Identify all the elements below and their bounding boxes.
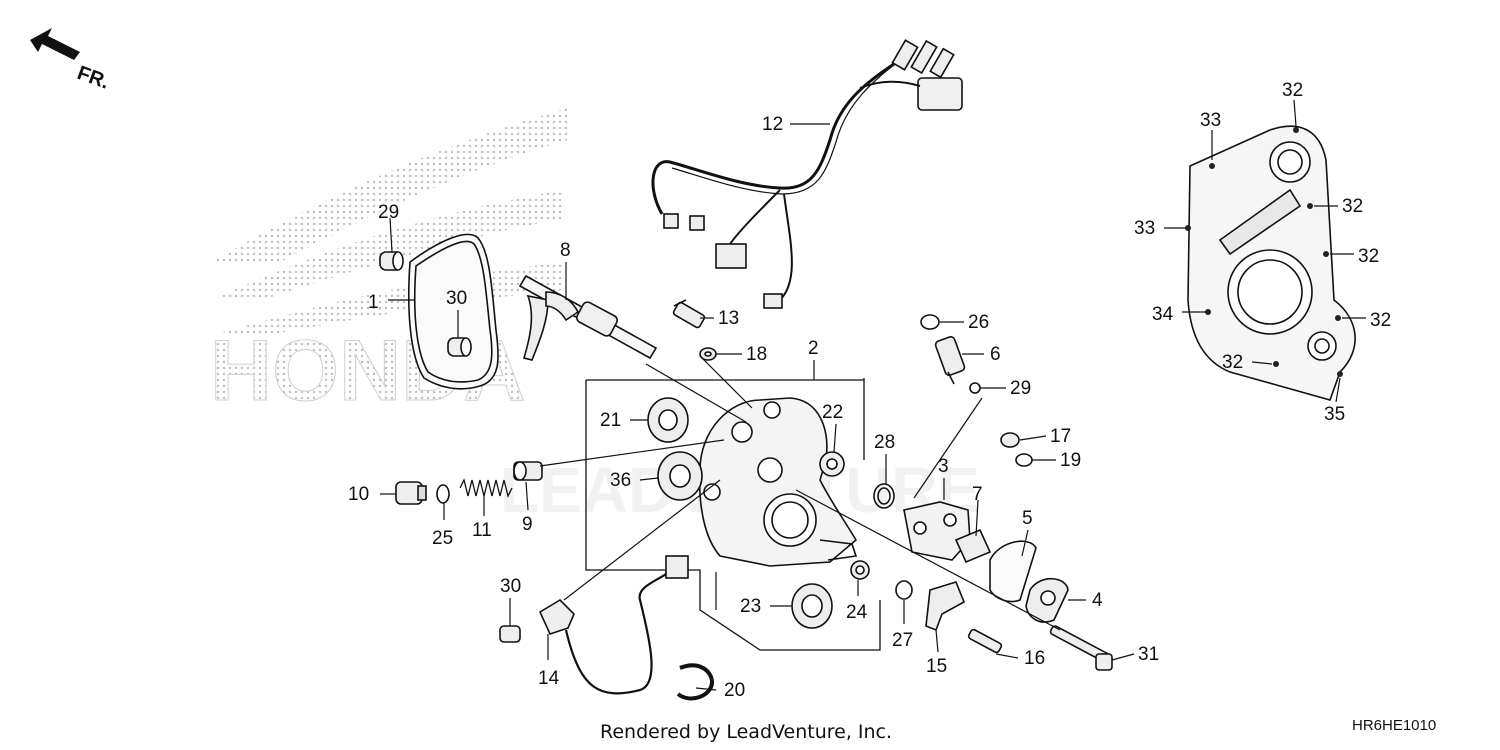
callout-35: 35 [1324, 404, 1345, 425]
callout-32: 32 [1222, 352, 1243, 373]
callout-33: 32 [1282, 80, 1303, 101]
spring-part [459, 478, 513, 498]
o-ring-part [873, 483, 895, 509]
callout-27: 27 [892, 630, 913, 651]
actuator-part [903, 501, 971, 561]
callout-28: 28 [874, 432, 895, 453]
side-cover-part [1185, 125, 1356, 401]
o-ring-part [895, 580, 913, 600]
callout-19: 19 [1060, 450, 1081, 471]
bolt-part [1049, 625, 1113, 671]
dowel-pin-part [447, 337, 472, 357]
dowel-pin-part [379, 251, 404, 271]
o-ring-part [920, 314, 940, 330]
callout-12: 12 [762, 114, 783, 135]
cable-clamp-part [676, 663, 715, 701]
callout-10: 10 [348, 484, 369, 505]
callout-6: 6 [990, 344, 1001, 365]
sensor-part [925, 581, 966, 632]
plug-bolt-part [395, 481, 427, 505]
o-ring-part [436, 484, 450, 504]
callout-21: 21 [600, 410, 621, 431]
o-ring-part [1015, 453, 1033, 467]
callout-1: 1 [368, 292, 379, 313]
bearing-part [647, 397, 689, 443]
o-ring-part [969, 382, 981, 394]
oil-seal-part [819, 451, 845, 477]
callout-22: 22 [822, 402, 843, 423]
callout-30: 30 [446, 288, 467, 309]
callout-8: 8 [560, 240, 571, 261]
callout-25: 25 [432, 528, 453, 549]
callout-30: 29 [378, 202, 399, 223]
callout-24: 24 [846, 602, 868, 623]
gearcase-housing-part [698, 397, 858, 567]
washer-part [1000, 432, 1020, 448]
callout-3: 3 [938, 456, 949, 477]
sensor-part [672, 299, 706, 329]
callout-17: 17 [1050, 426, 1071, 447]
callout-16: 16 [1024, 648, 1045, 669]
callout-36: 36 [610, 470, 631, 491]
diagram-code: HR6HE1010 [1352, 717, 1436, 734]
gasket-part [407, 233, 499, 390]
callout-11: 11 [472, 520, 492, 541]
callout-32: 31 [1138, 644, 1159, 665]
housing-bracket [585, 378, 881, 651]
bearing-part [657, 451, 703, 501]
callout-4: 4 [1092, 590, 1103, 611]
callout-13: 13 [718, 308, 739, 329]
bolt-part [967, 628, 1003, 654]
wire-harness-part [651, 39, 963, 309]
callout-2: 2 [808, 338, 819, 359]
switch-part [934, 335, 966, 385]
parts-artwork [379, 39, 1356, 701]
callout-26: 26 [968, 312, 989, 333]
shift-fork-part [518, 274, 658, 361]
plate-part [954, 528, 992, 564]
callout-23: 23 [740, 596, 761, 617]
callout-34: 33 [1134, 218, 1155, 239]
leader-lines [380, 99, 1366, 691]
callout-20: 20 [724, 680, 745, 701]
callout-9: 9 [522, 514, 533, 535]
oil-seal-part [850, 560, 870, 580]
callout-18: 18 [746, 344, 767, 365]
oil-seal-part [791, 583, 833, 629]
callout-31: 30 [500, 576, 521, 597]
callout-5: 5 [1022, 508, 1033, 529]
front-label: FR. [74, 62, 112, 94]
callout-15: 15 [926, 656, 947, 677]
callout-34: 34 [1152, 304, 1174, 325]
bolt-part [499, 625, 521, 643]
callout-33: 33 [1200, 110, 1221, 131]
front-arrow-icon: FR. [30, 28, 112, 94]
callout-labels: 29 1 30 8 12 13 18 2 21 22 36 28 3 7 5 4… [348, 80, 1391, 701]
callout-14: 14 [538, 668, 560, 689]
callout-29: 29 [1010, 378, 1031, 399]
callout-32: 32 [1358, 246, 1379, 267]
callout-7: 7 [972, 484, 983, 505]
footer-credit: Rendered by LeadVenture, Inc. [600, 721, 892, 743]
callout-32: 32 [1342, 196, 1363, 217]
speed-sensor-part [538, 555, 689, 695]
plunger-part [513, 461, 543, 481]
callout-32: 32 [1370, 310, 1391, 331]
